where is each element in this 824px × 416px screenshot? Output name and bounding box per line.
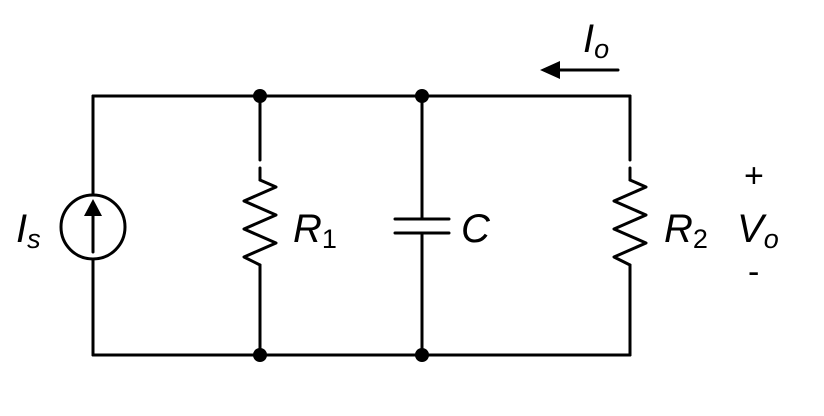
r1-label: R1	[293, 207, 337, 254]
r1-resistor-icon	[242, 178, 278, 267]
output-voltage-label: Vo	[737, 207, 779, 254]
output-current-arrow-icon	[540, 61, 620, 79]
current-source-icon	[59, 193, 127, 261]
node-top-r1	[253, 89, 267, 103]
node-bottom-r1	[253, 348, 267, 362]
current-source-branch	[59, 94, 127, 357]
minus-sign: -	[748, 253, 759, 291]
r2-branch	[612, 94, 648, 357]
source-current-label: Is	[16, 207, 41, 254]
capacitor-label: C	[461, 207, 491, 251]
r2-label: R2	[664, 207, 708, 254]
capacitor-branch	[393, 94, 451, 357]
r2-resistor-icon	[612, 178, 648, 267]
plus-sign: +	[744, 157, 764, 195]
r1-branch	[242, 94, 278, 357]
capacitor-icon	[393, 217, 451, 235]
node-bottom-cap	[415, 348, 429, 362]
output-current-label: Io	[583, 17, 609, 64]
node-top-cap	[415, 89, 429, 103]
